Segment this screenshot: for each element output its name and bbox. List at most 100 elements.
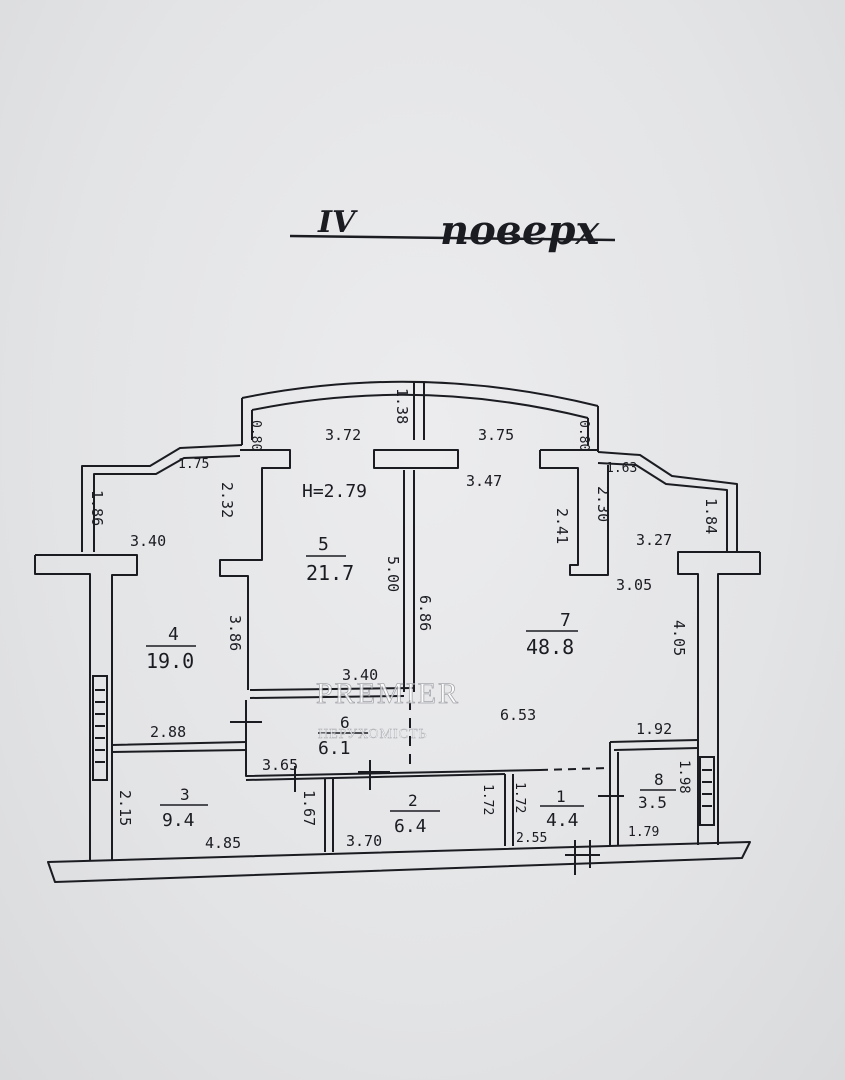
floor-number: IV <box>317 205 358 240</box>
dim-386: 3.86 <box>226 615 244 651</box>
vent-lines <box>95 689 712 807</box>
right-inner-stub <box>539 449 609 576</box>
center-stub <box>373 449 459 469</box>
wall-5-7 <box>403 470 415 692</box>
door-mark-8 <box>598 786 624 806</box>
center-pillar <box>413 382 425 440</box>
dim-230: 2.30 <box>594 486 612 522</box>
left-pillar <box>241 398 253 445</box>
corridor-dashed <box>539 767 611 771</box>
room-4-area: 19.0 <box>146 649 194 673</box>
dim-172-b: 1.72 <box>512 782 527 813</box>
dim-340-mid: 3.40 <box>342 666 378 684</box>
right-bay-outer <box>597 451 738 552</box>
dim-192: 1.92 <box>636 720 672 738</box>
dim-138: 1.38 <box>393 388 411 424</box>
right-bay-inner <box>597 462 728 552</box>
room-7-area: 48.8 <box>526 635 574 659</box>
watermark-brand: PREMIER <box>316 677 460 710</box>
dim-288: 2.88 <box>150 723 186 741</box>
dim-172-a: 1.72 <box>480 784 495 815</box>
left-inner-stub <box>219 449 291 690</box>
dim-405: 4.05 <box>670 620 688 656</box>
door-mark-4 <box>230 712 262 732</box>
room-3-number: 3 <box>180 785 190 804</box>
wall-2-1 <box>504 774 514 846</box>
dimension-labels: 3.72 3.75 1.75 3.47 1.63 3.40 3.27 3.05 … <box>130 426 672 852</box>
watermark: PREMIER НЕРУХОМІСТЬ <box>316 677 460 743</box>
dim-365: 3.65 <box>262 756 298 774</box>
room-7-number: 7 <box>560 610 571 631</box>
room-7: 7 48.8 <box>526 610 578 659</box>
dim-186: 1.86 <box>88 490 106 526</box>
ceiling-height: H=2.79 <box>302 481 367 502</box>
ventilation-hatches <box>92 675 715 826</box>
room-labels: 5 21.7 7 48.8 4 19.0 6 6.1 3 9.4 2 6.4 <box>146 481 676 837</box>
room-1: 1 4.4 <box>540 787 584 831</box>
left-bay-inner <box>93 455 241 552</box>
dim-255: 2.55 <box>516 831 547 846</box>
dim-686: 6.86 <box>416 595 434 631</box>
room-4-number: 4 <box>168 624 179 645</box>
wall-1-8 <box>609 742 619 845</box>
bottom-wall <box>47 841 751 883</box>
room-6-number: 6 <box>340 713 350 732</box>
dim-375: 3.75 <box>478 426 514 444</box>
dim-179: 1.79 <box>628 825 659 840</box>
room-1-number: 1 <box>556 787 566 806</box>
room-8-number: 8 <box>654 770 664 789</box>
dim-372: 3.72 <box>325 426 361 444</box>
dim-080-left: 0.80 <box>248 420 263 451</box>
wall-3-4 <box>111 741 247 753</box>
dim-340-top: 3.40 <box>130 532 166 550</box>
room-5: 5 21.7 <box>306 534 354 585</box>
wall-8-top <box>609 739 699 751</box>
right-pillar <box>587 406 599 452</box>
arc-wall-outer <box>241 380 599 407</box>
door-mark-corridor <box>294 760 390 792</box>
floor-title: IV поверх <box>289 205 616 254</box>
room-2-number: 2 <box>408 791 418 810</box>
dim-485: 4.85 <box>205 834 241 852</box>
room-3: 3 9.4 <box>160 785 208 831</box>
watermark-subtitle: НЕРУХОМІСТЬ <box>318 727 428 742</box>
dim-080-right: 0.80 <box>576 420 591 451</box>
room-6: 6 6.1 <box>318 713 368 759</box>
right-side-wall <box>677 551 761 845</box>
corridor-lower-wall-2 <box>245 773 506 781</box>
dim-215: 2.15 <box>116 790 134 826</box>
title-underline <box>289 234 616 242</box>
left-bay-outer <box>81 444 243 552</box>
dim-327: 3.27 <box>636 531 672 549</box>
entrance-door <box>565 840 600 875</box>
dim-163: 1.63 <box>606 461 637 476</box>
dim-184: 1.84 <box>702 498 720 534</box>
dim-232: 2.32 <box>218 482 236 518</box>
floor-word: поверх <box>440 207 600 254</box>
dim-175: 1.75 <box>178 457 209 472</box>
dim-305: 3.05 <box>616 576 652 594</box>
vent-right <box>699 756 715 826</box>
arc-wall-inner <box>251 393 589 419</box>
room-8-area: 3.5 <box>638 793 667 812</box>
wall-5-bottom <box>249 687 415 699</box>
dim-347: 3.47 <box>466 472 502 490</box>
dim-500: 5.00 <box>384 556 402 592</box>
room-2: 2 6.4 <box>390 791 440 837</box>
room-5-number: 5 <box>318 534 329 555</box>
room-3-area: 9.4 <box>162 810 195 831</box>
room-5-area: 21.7 <box>306 561 354 585</box>
dim-241: 2.41 <box>553 508 571 544</box>
door-marks <box>230 712 624 875</box>
vent-left <box>92 675 108 781</box>
dim-198: 1.98 <box>676 760 692 794</box>
dim-167: 1.67 <box>300 790 318 826</box>
room-1-area: 4.4 <box>546 810 579 831</box>
dim-370: 3.70 <box>346 832 382 850</box>
wall-3-2 <box>324 778 334 852</box>
dim-653: 6.53 <box>500 706 536 724</box>
room-4: 4 19.0 <box>146 624 196 673</box>
room-8: 8 3.5 <box>638 770 676 812</box>
